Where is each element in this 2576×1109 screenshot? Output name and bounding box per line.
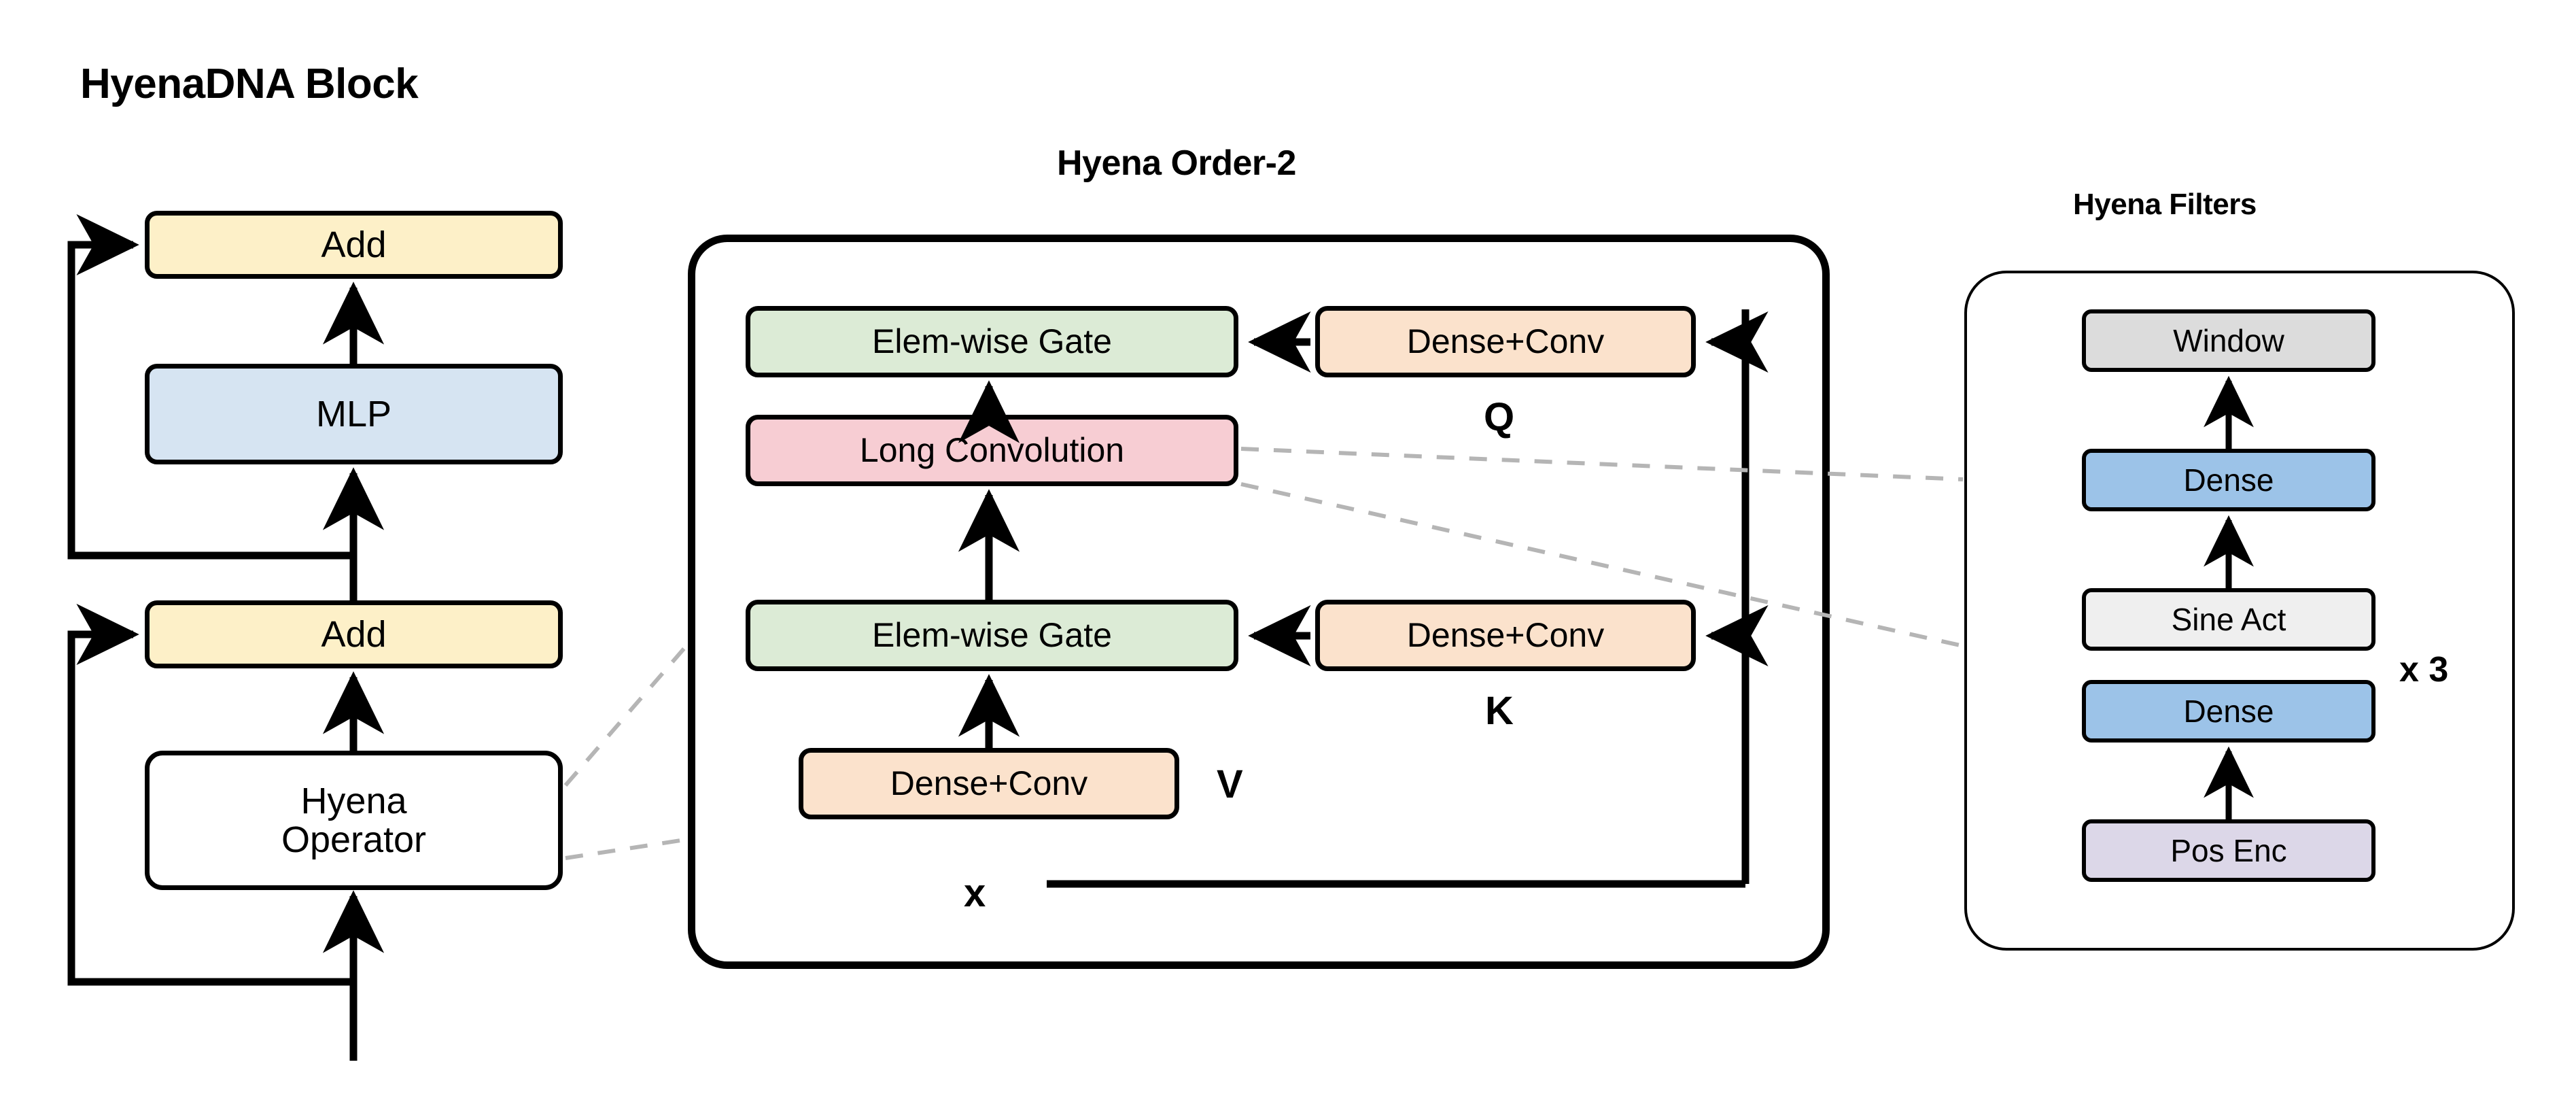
node-label: Add — [321, 224, 387, 265]
node-label: Add — [321, 613, 387, 655]
node-label: Dense+Conv — [1406, 322, 1605, 361]
node-label: Dense — [2183, 693, 2274, 729]
label-v: V — [1217, 762, 1243, 806]
node-long-convolution[interactable]: Long Convolution — [746, 415, 1238, 486]
node-label: Dense+Conv — [1406, 616, 1605, 655]
middle-panel-title: Hyena Order-2 — [1057, 143, 1296, 183]
node-dense-upper[interactable]: Dense — [2082, 449, 2375, 511]
dashed-hyena-to-panel-bottom — [565, 838, 686, 860]
node-dense-lower[interactable]: Dense — [2082, 680, 2375, 743]
node-sine-act[interactable]: Sine Act — [2082, 588, 2375, 651]
node-label: Sine Act — [2171, 601, 2286, 637]
left-panel-title: HyenaDNA Block — [80, 61, 419, 107]
node-label: Elem-wise Gate — [872, 616, 1112, 655]
node-hyena-operator[interactable]: Hyena Operator — [145, 751, 563, 890]
node-add-top[interactable]: Add — [145, 211, 563, 279]
node-add-bottom[interactable]: Add — [145, 600, 563, 668]
node-dense-conv-q[interactable]: Dense+Conv — [1315, 306, 1696, 377]
label-q: Q — [1484, 395, 1515, 439]
node-label: Elem-wise Gate — [872, 322, 1112, 361]
repeat-x3-label: x 3 — [2399, 650, 2449, 689]
node-window[interactable]: Window — [2082, 309, 2375, 372]
node-dense-conv-k[interactable]: Dense+Conv — [1315, 600, 1696, 671]
node-gate-top[interactable]: Elem-wise Gate — [746, 306, 1238, 377]
node-gate-bottom[interactable]: Elem-wise Gate — [746, 600, 1238, 671]
node-label: MLP — [315, 393, 392, 434]
node-label: Long Convolution — [859, 431, 1125, 470]
dashed-hyena-to-panel-top — [563, 646, 687, 787]
label-k: K — [1485, 689, 1514, 733]
node-label: Pos Enc — [2170, 832, 2287, 868]
label-x: x — [964, 871, 986, 915]
node-pos-enc[interactable]: Pos Enc — [2082, 819, 2375, 882]
node-label: Dense — [2183, 462, 2274, 498]
node-mlp[interactable]: MLP — [145, 364, 563, 464]
right-panel-title: Hyena Filters — [2073, 188, 2257, 221]
node-label: Window — [2173, 322, 2284, 358]
node-dense-conv-v[interactable]: Dense+Conv — [799, 748, 1179, 819]
node-label: Dense+Conv — [890, 764, 1088, 803]
node-label: Hyena Operator — [281, 780, 427, 860]
